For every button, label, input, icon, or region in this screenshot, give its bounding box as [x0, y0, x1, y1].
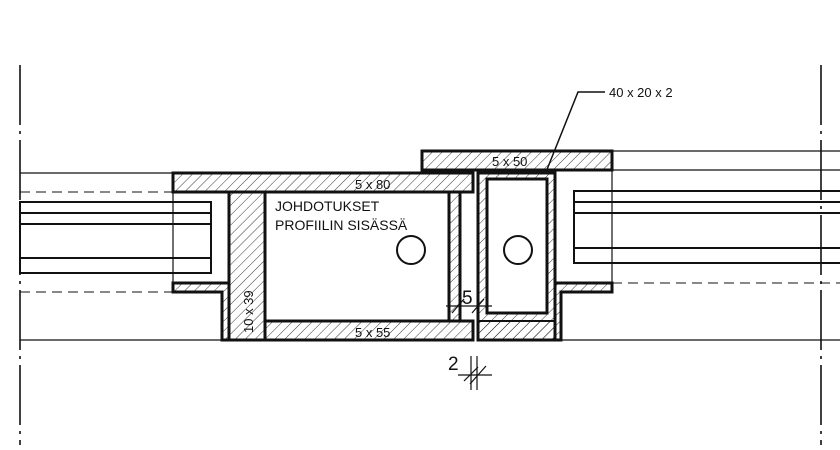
tube-profile	[420, 149, 614, 342]
gap-dimension-value: 5	[462, 288, 473, 309]
note-line-2: PROFIILIN SISÄSSÄ	[275, 217, 408, 233]
right-step-plate	[553, 281, 614, 342]
right-wall-element	[561, 150, 840, 341]
bottom-plate	[263, 319, 475, 342]
cable-circle	[396, 235, 426, 265]
bottom-plate-label: 5 x 55	[355, 325, 390, 340]
cable-circle	[503, 235, 533, 265]
cover-plate	[420, 149, 614, 172]
inner-wall	[447, 190, 462, 323]
gap-dimension	[446, 298, 492, 314]
note-line-1: JOHDOTUKSET	[275, 198, 380, 214]
tube-label: 40 x 20 x 2	[609, 85, 673, 100]
side-wall	[227, 190, 267, 342]
tube-leader-line	[545, 91, 605, 173]
main-profile	[171, 171, 475, 342]
left-wall-element	[19, 172, 222, 341]
cover-plate-label: 5 x 50	[492, 154, 527, 169]
left-step-plate	[171, 281, 231, 342]
small-dimension-value: 2	[448, 354, 459, 375]
top-plate-label: 5 x 80	[355, 177, 390, 192]
top-plate	[171, 171, 475, 194]
small-dimension	[458, 356, 492, 390]
tube-inner	[485, 177, 549, 315]
side-wall-label: 10 x 39	[241, 290, 256, 333]
